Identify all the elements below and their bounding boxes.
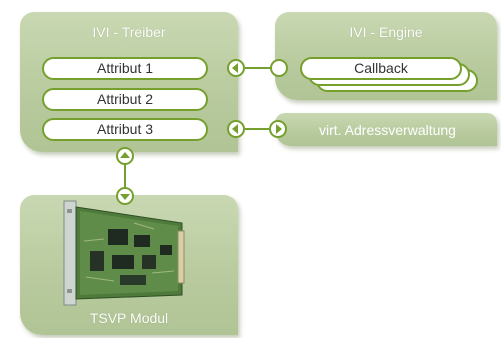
arrow-left-icon xyxy=(232,124,238,134)
attribut-1-pill[interactable]: Attribut 1 xyxy=(42,57,208,80)
arrow-up-icon xyxy=(120,152,130,158)
callback-pill[interactable]: Callback xyxy=(300,57,462,80)
tsvp-modul-title: TSVP Modul xyxy=(89,310,169,326)
arrow-left-connector-1[interactable] xyxy=(227,59,245,77)
virt-adressverwaltung-panel xyxy=(275,113,497,146)
empty-circle-connector[interactable] xyxy=(270,59,288,77)
tsvp-board-image xyxy=(63,200,185,306)
connector-line-callback xyxy=(245,67,275,69)
connector-line-virt xyxy=(245,128,269,130)
connector-line-vertical xyxy=(124,164,126,188)
arrow-right-icon xyxy=(276,124,282,134)
arrow-up-connector[interactable] xyxy=(116,147,134,165)
arrow-left-connector-2[interactable] xyxy=(227,120,245,138)
arrow-left-icon xyxy=(232,63,238,73)
attribut-2-pill[interactable]: Attribut 2 xyxy=(42,88,208,111)
ivi-treiber-title: IVI - Treiber xyxy=(92,24,166,40)
ivi-engine-title: IVI - Engine xyxy=(349,24,423,40)
virt-adressverwaltung-label: virt. Adressverwaltung xyxy=(319,122,456,138)
arrow-right-connector[interactable] xyxy=(269,120,287,138)
arrow-down-connector[interactable] xyxy=(116,187,134,205)
arrow-down-icon xyxy=(120,194,130,200)
tsvp-modul-panel: TSVP Modul xyxy=(20,195,238,335)
attribut-3-pill[interactable]: Attribut 3 xyxy=(42,118,208,141)
